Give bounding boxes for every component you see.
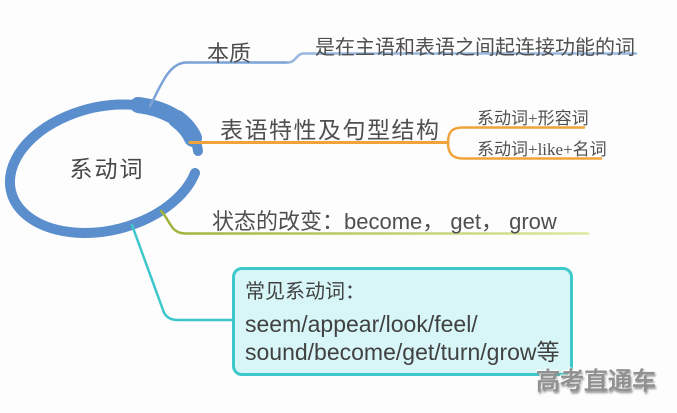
structure-child-adjective-label[interactable]: 系动词+形容词 bbox=[477, 109, 589, 128]
root-node-ellipse[interactable] bbox=[4, 97, 203, 238]
essence-detail-label[interactable]: 是在主语和表语之间起连接功能的词 bbox=[315, 37, 635, 59]
root-ellipse-brush-tip bbox=[168, 110, 202, 147]
common-box-verbs-line-2: sound/become/get/turn/grow等 bbox=[245, 339, 560, 365]
structure-child-like-noun-label[interactable]: 系动词+like+名词 bbox=[477, 140, 607, 159]
state-change-cjk-text: 状态的改变： bbox=[212, 209, 345, 234]
common-box-verbs-line-1: seem/appear/look/feel/ bbox=[245, 311, 478, 337]
common-branch-line bbox=[130, 223, 235, 322]
essence-branch-line bbox=[148, 61, 290, 108]
essence-topic-label[interactable]: 本质 bbox=[207, 41, 252, 66]
root-ellipse-bottom-arc bbox=[4, 128, 200, 238]
root-topic-label[interactable]: 系动词 bbox=[69, 157, 145, 182]
structure-topic-label[interactable]: 表语特性及句型结构 bbox=[220, 118, 441, 143]
common-box-heading: 常见系动词： bbox=[245, 281, 365, 303]
common-linking-verbs-box[interactable]: 常见系动词： seem/appear/look/feel/ sound/beco… bbox=[232, 267, 573, 376]
state-change-topic-label[interactable]: 状态的改变：become， get， grow bbox=[212, 204, 557, 236]
structure-child-line-adjective bbox=[446, 126, 586, 144]
state-change-branch-line bbox=[159, 209, 590, 235]
essence-detail-line bbox=[286, 52, 638, 64]
state-change-latin-text: become， get， grow bbox=[344, 209, 557, 234]
structure-child-line-like-noun bbox=[446, 141, 603, 160]
watermark-text: 高考直通车 bbox=[536, 369, 656, 395]
